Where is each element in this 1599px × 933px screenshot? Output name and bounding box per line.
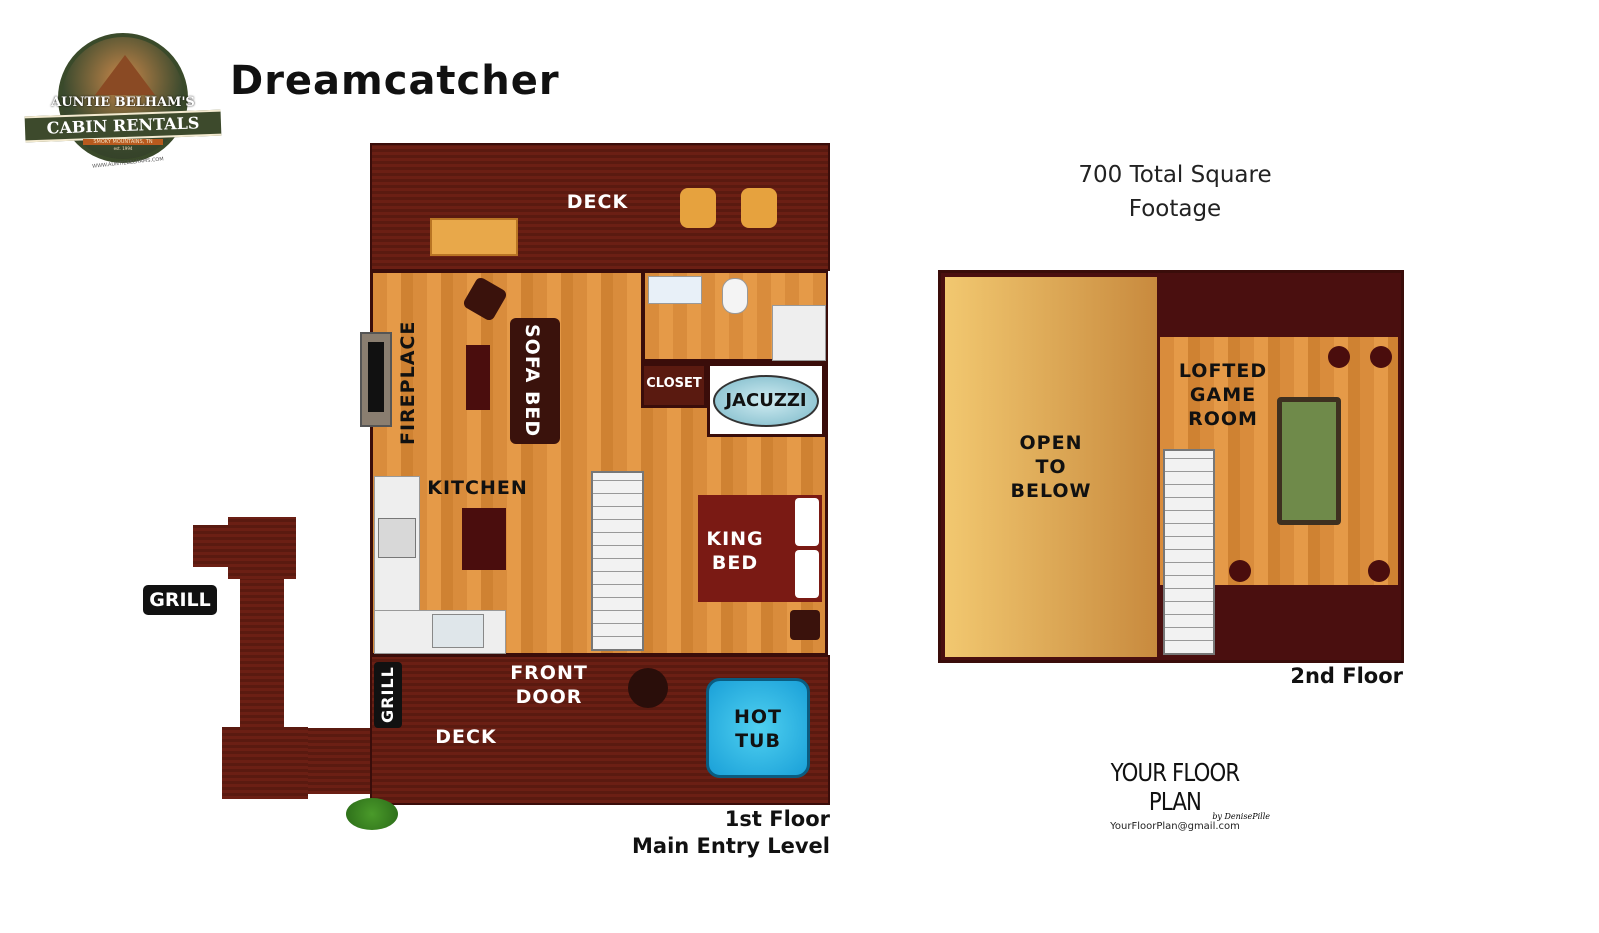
square-footage-line1: 700 Total Square	[1078, 162, 1272, 188]
front-door-label: FRONT DOOR	[505, 661, 593, 709]
shower-icon	[772, 305, 826, 361]
hot-tub-line2: TUB	[735, 730, 781, 752]
sofa-bed	[510, 318, 560, 444]
logo-cabin-icon	[95, 55, 155, 95]
first-floor-caption-line2: Main Entry Level	[632, 834, 830, 858]
hot-tub	[706, 678, 810, 778]
nightstand-icon	[790, 610, 820, 640]
pillow-icon	[795, 550, 819, 598]
front-door-line2: DOOR	[515, 686, 583, 708]
kitchen-sink-icon	[432, 614, 484, 648]
second-floor-caption: 2nd Floor	[1290, 664, 1403, 688]
company-logo: AUNTIE BELHAM'S CABIN RENTALS SMOKY MOUN…	[24, 33, 222, 173]
king-bed-label-line1: KING	[706, 528, 764, 550]
loft-line3: ROOM	[1188, 408, 1258, 430]
patio-table-icon	[628, 668, 668, 708]
stove-icon	[378, 518, 416, 558]
jacuzzi-label: JACUZZI	[725, 390, 807, 411]
pool-table-icon	[1277, 397, 1341, 525]
page-title: Dreamcatcher	[230, 58, 560, 104]
loft-staircase	[1163, 449, 1215, 655]
bench-icon	[430, 218, 518, 256]
grill-outside-label: GRILL	[143, 585, 217, 615]
coffee-table-icon	[466, 345, 490, 410]
stool-icon	[1368, 560, 1390, 582]
loft-line1: LOFTED	[1178, 360, 1268, 382]
grill-deck-label: GRILL	[378, 666, 397, 724]
stairs-to-deck	[308, 728, 370, 794]
deck-chair-icon	[741, 188, 777, 228]
square-footage: 700 Total Square Footage	[1060, 158, 1290, 226]
bottom-deck-label: DECK	[435, 726, 497, 748]
first-floor-caption: 1st Floor Main Entry Level	[600, 806, 830, 860]
dining-table-icon	[462, 508, 506, 570]
stair-landing-top	[228, 517, 296, 579]
credit-email: YourFloorPlan@gmail.com	[1110, 821, 1240, 832]
toilet-icon	[722, 278, 748, 314]
first-floor-caption-line1: 1st Floor	[724, 807, 830, 831]
stairs-left	[193, 525, 229, 567]
logo-est: est. 1994	[113, 146, 133, 151]
grill-deck-box	[374, 662, 402, 728]
stair-landing-bottom	[222, 727, 308, 799]
pillow-icon	[795, 498, 819, 546]
open-line1: OPEN	[1019, 432, 1083, 454]
shrub-icon	[346, 798, 398, 830]
closet	[641, 363, 707, 408]
logo-tagline: SMOKY MOUNTAINS, TN	[83, 139, 163, 145]
king-bed-label-line2: BED	[711, 552, 759, 574]
floor-plan-credit: YOUR FLOOR PLAN by DenisePille YourFloor…	[1070, 758, 1280, 832]
sink-icon	[648, 276, 702, 304]
stool-icon	[1370, 346, 1392, 368]
sofa-bed-label: SOFA BED	[521, 324, 543, 438]
closet-label: CLOSET	[646, 376, 702, 391]
kitchen-label: KITCHEN	[427, 477, 528, 499]
stairs-down	[240, 579, 284, 727]
stool-icon	[1328, 346, 1350, 368]
stool-icon	[1229, 560, 1251, 582]
front-door-line1: FRONT	[510, 662, 588, 684]
fireplace-label: FIREPLACE	[397, 320, 419, 445]
logo-line2: CABIN RENTALS	[24, 109, 222, 143]
fireplace-icon	[360, 332, 392, 427]
hot-tub-line1: HOT	[733, 706, 782, 728]
logo-line1: AUNTIE BELHAM'S	[51, 95, 195, 110]
open-to-below	[945, 277, 1157, 657]
credit-by: by DenisePille	[1212, 812, 1270, 821]
open-to-below-label: OPEN TO BELOW	[945, 431, 1157, 503]
jacuzzi-tub	[713, 375, 819, 427]
credit-brand: YOUR FLOOR PLAN	[1110, 758, 1240, 816]
hot-tub-label: HOT TUB	[706, 705, 810, 753]
king-bed-label: KING BED	[698, 527, 772, 575]
loft-label: LOFTED GAME ROOM	[1172, 359, 1274, 431]
top-deck-label: DECK	[566, 191, 629, 213]
deck-chair-icon	[680, 188, 716, 228]
staircase	[591, 471, 644, 651]
open-line3: BELOW	[1010, 480, 1092, 502]
square-footage-line2: Footage	[1128, 196, 1222, 222]
loft-line2: GAME	[1189, 384, 1257, 406]
open-line2: TO	[1035, 456, 1067, 478]
